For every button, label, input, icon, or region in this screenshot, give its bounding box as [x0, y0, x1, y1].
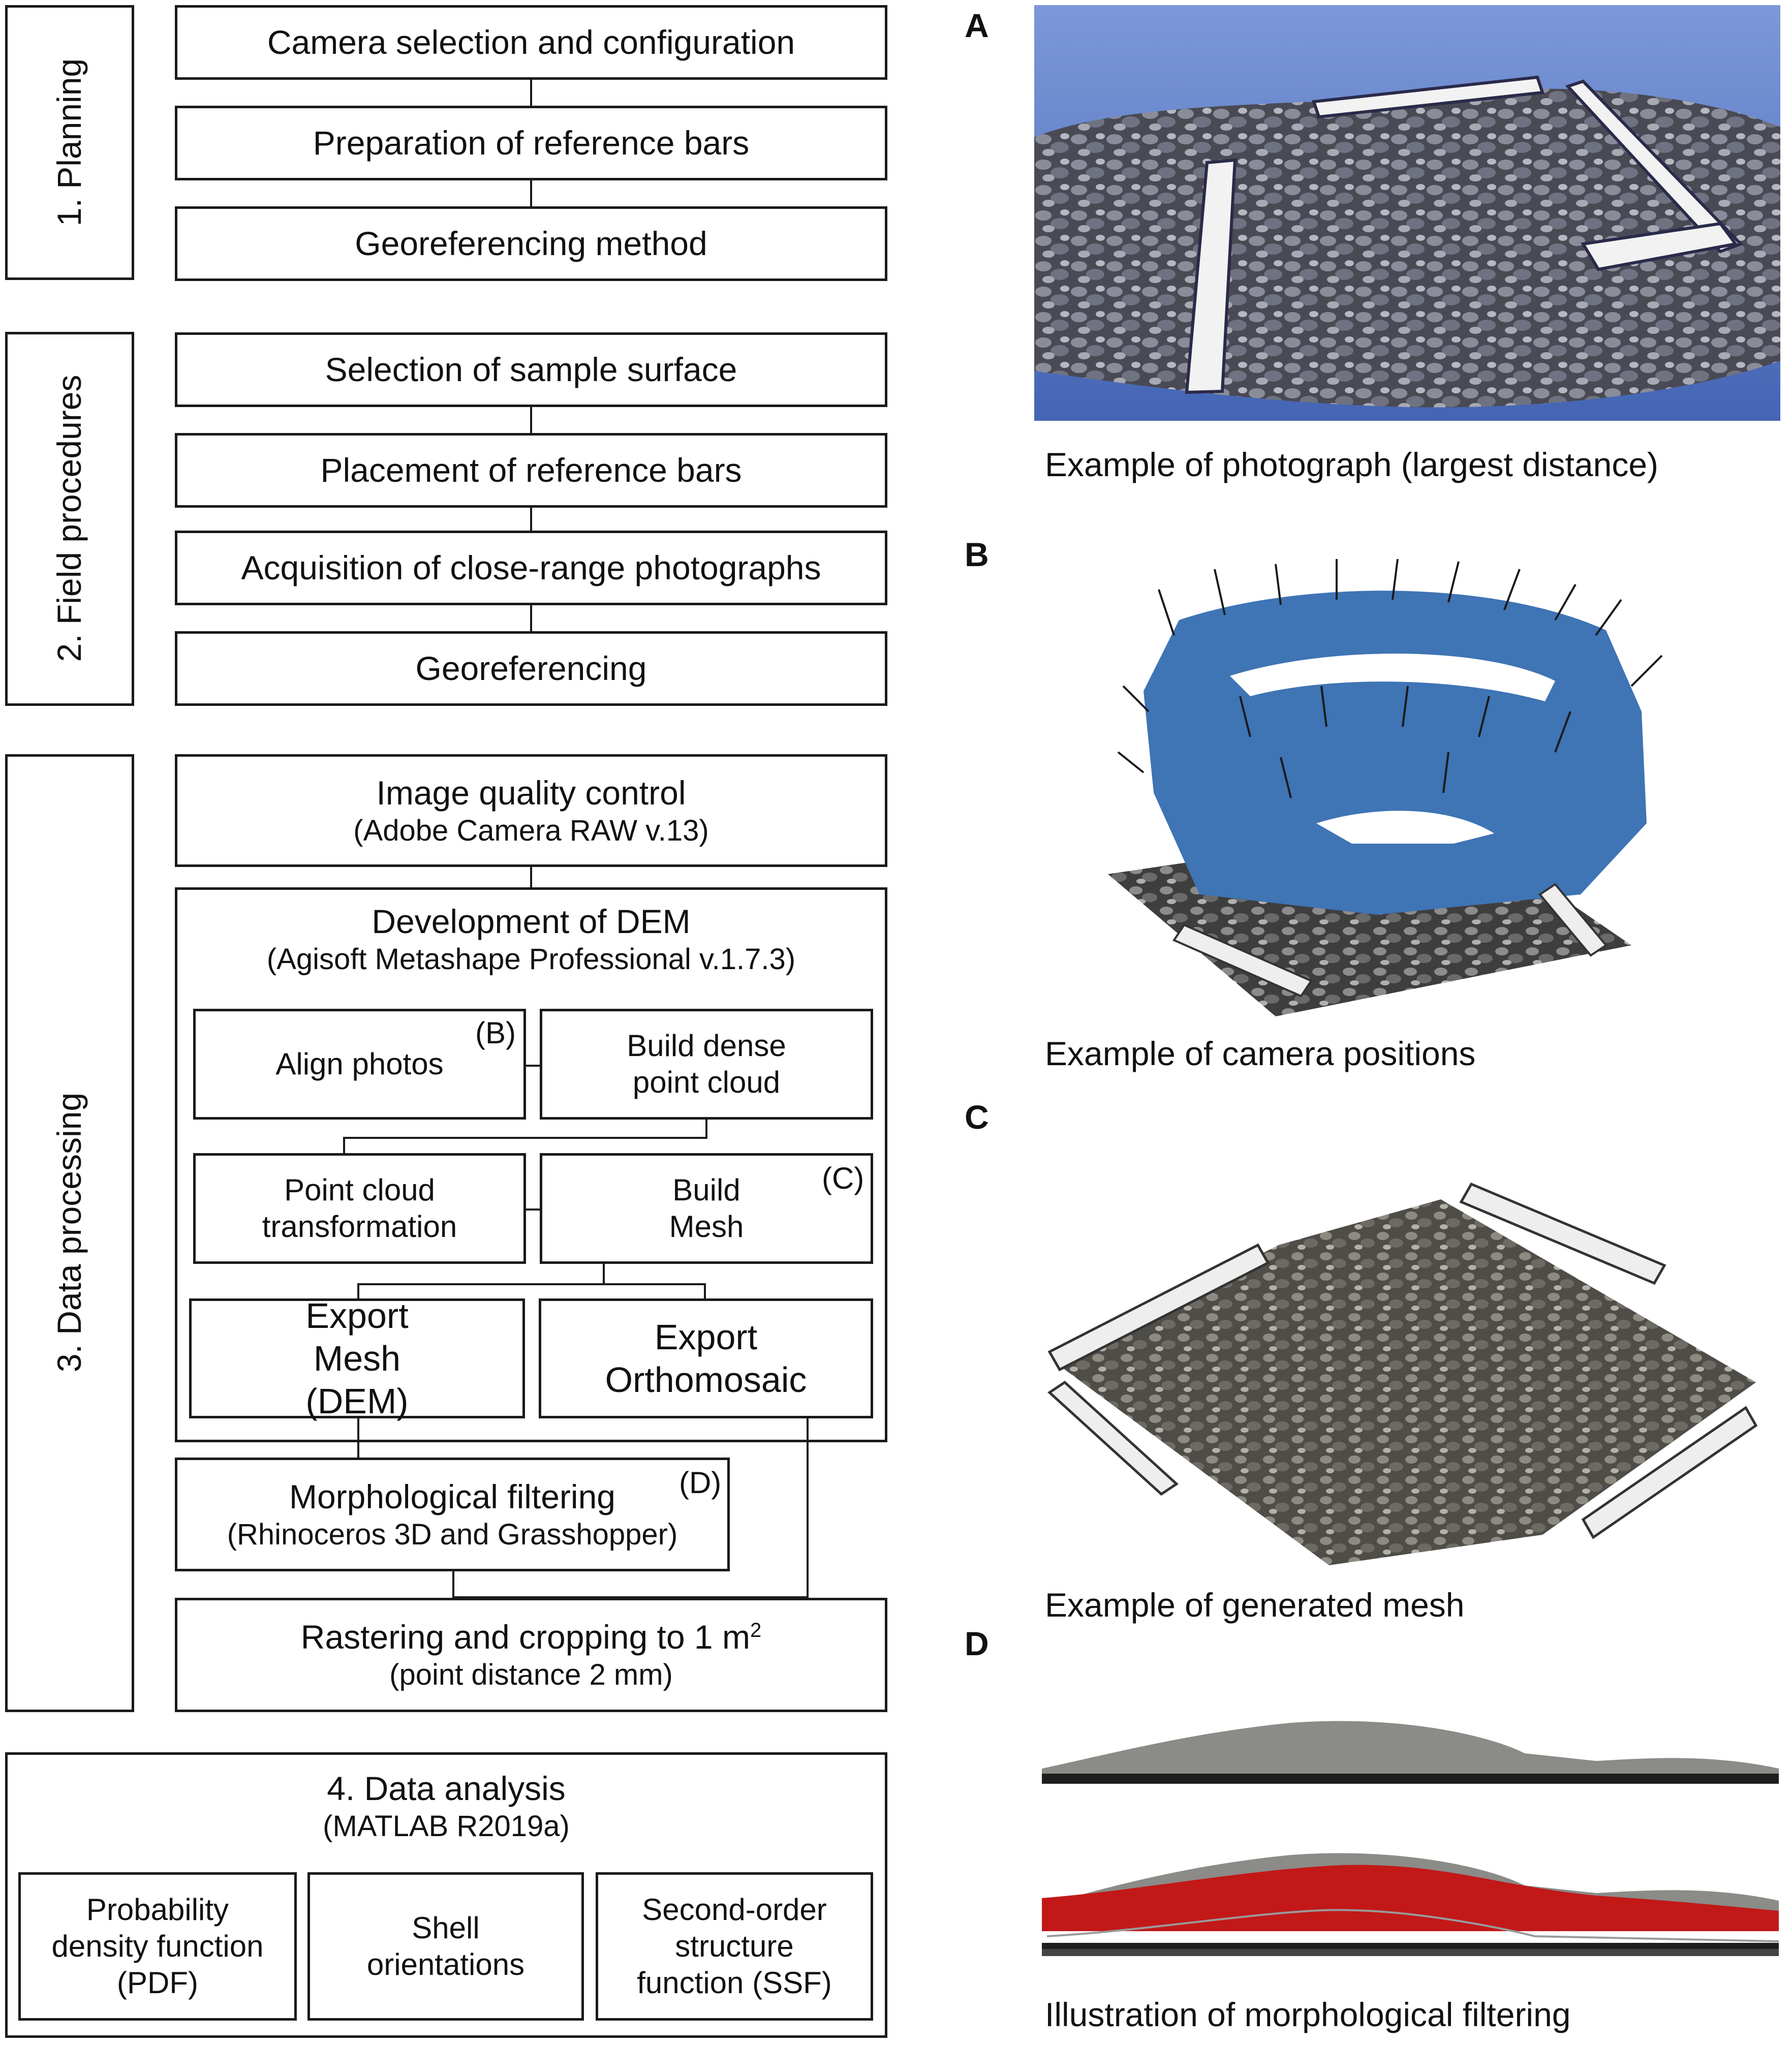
- align-tag: (B): [475, 1016, 516, 1050]
- sample-surface-text: Selection of sample surface: [325, 350, 737, 388]
- panel-a-letter: A: [965, 7, 989, 44]
- morph-filter-sub: (Rhinoceros 3D and Grasshopper): [227, 1517, 678, 1551]
- connector: [530, 80, 532, 106]
- pdf-box: Probability density function (PDF): [18, 1872, 297, 2021]
- export-ortho-box: Export Orthomosaic: [539, 1298, 873, 1418]
- ssf-text: Second-order structure function (SSF): [637, 1893, 832, 2000]
- connector: [705, 1120, 707, 1138]
- connector: [452, 1571, 454, 1598]
- dense-cloud-box: Build dense point cloud: [540, 1009, 873, 1120]
- shell-text: Shell orientations: [366, 1911, 525, 1981]
- georef-method-text: Georeferencing method: [355, 224, 707, 262]
- export-ortho-text: Export Orthomosaic: [605, 1317, 807, 1400]
- bars-placement-text: Placement of reference bars: [320, 451, 742, 489]
- cloud-transform-text: Point cloud transformation: [262, 1173, 457, 1244]
- connector: [357, 1283, 706, 1285]
- connector: [704, 1283, 706, 1299]
- panel-d-image: [1037, 1692, 1784, 1977]
- connector: [530, 605, 532, 632]
- image-quality-title: Image quality control: [376, 773, 686, 812]
- connector: [343, 1137, 707, 1139]
- stage-processing-label: 3. Data processing: [50, 1092, 88, 1373]
- cloud-transform-box: Point cloud transformation: [193, 1153, 526, 1264]
- georeferencing-text: Georeferencing: [415, 649, 647, 687]
- panel-b-letter: B: [965, 536, 989, 573]
- build-mesh-text: Build Mesh: [669, 1173, 744, 1244]
- panel-a-photo: [1034, 5, 1780, 421]
- dem-header: Development of DEM (Agisoft Metashape Pr…: [175, 902, 887, 977]
- stage-field-text: 2. Field procedures: [50, 375, 88, 662]
- connector: [452, 1596, 809, 1598]
- stage-field: [5, 332, 134, 706]
- analysis-header: 4. Data analysis (MATLAB R2019a): [5, 1769, 887, 1844]
- morphological-filtering-render: [1042, 1721, 1779, 1956]
- align-photos-box: Align photos: [193, 1009, 526, 1120]
- export-mesh-box: Export Mesh (DEM): [189, 1296, 525, 1421]
- panel-a-caption: Example of photograph (largest distance): [1045, 446, 1659, 483]
- mesh-tag: (C): [822, 1161, 864, 1195]
- stage-planning: [5, 5, 134, 280]
- connector: [530, 508, 532, 531]
- morph-filter-box: Morphological filtering (Rhinoceros 3D a…: [175, 1458, 730, 1571]
- dense-cloud-text: Build dense point cloud: [627, 1029, 786, 1099]
- connector: [807, 1418, 809, 1597]
- bars-placement-box: Placement of reference bars: [175, 433, 887, 508]
- panel-b-image: [1098, 559, 1672, 1032]
- rastering-title: Rastering and cropping to 1 m2: [301, 1617, 761, 1657]
- panel-d-letter: D: [965, 1625, 989, 1662]
- panel-c-caption: Example of generated mesh: [1045, 1586, 1465, 1624]
- rastering-title-text: Rastering and cropping to 1 m: [300, 1618, 750, 1656]
- dem-title: Development of DEM: [372, 903, 691, 940]
- reference-bars-prep-box: Preparation of reference bars: [175, 106, 887, 180]
- connector: [526, 1209, 540, 1211]
- panel-c-letter: C: [965, 1098, 989, 1136]
- generated-mesh-render: [1047, 1182, 1758, 1565]
- stage-processing: [5, 754, 134, 1712]
- sample-surface-box: Selection of sample surface: [175, 332, 887, 407]
- oyster-reef-photo: [1034, 5, 1780, 421]
- export-mesh-text: Export Mesh (DEM): [305, 1296, 409, 1421]
- camera-selection-box: Camera selection and configuration: [175, 5, 887, 80]
- dem-sub: (Agisoft Metashape Professional v.1.7.3): [266, 943, 796, 976]
- stage-planning-label: 1. Planning: [50, 58, 88, 227]
- photo-acquisition-box: Acquisition of close-range photographs: [175, 531, 887, 605]
- rastering-box: Rastering and cropping to 1 m2 (point di…: [175, 1598, 887, 1712]
- pdf-text: Probability density function (PDF): [51, 1893, 264, 2000]
- image-quality-sub: (Adobe Camera RAW v.13): [353, 814, 709, 847]
- camera-positions-render: [1108, 559, 1663, 1016]
- connector: [526, 1065, 540, 1067]
- morph-tag: (D): [679, 1466, 722, 1500]
- align-photos-text: Align photos: [275, 1047, 444, 1081]
- camera-selection-text: Camera selection and configuration: [267, 23, 795, 61]
- reference-bars-prep-text: Preparation of reference bars: [313, 123, 750, 162]
- connector: [530, 867, 532, 888]
- connector: [357, 1283, 359, 1299]
- image-quality-box: Image quality control (Adobe Camera RAW …: [175, 754, 887, 867]
- rastering-sub: (point distance 2 mm): [389, 1658, 673, 1692]
- panel-b-caption: Example of camera positions: [1045, 1035, 1476, 1072]
- panel-c-image: [1034, 1169, 1786, 1575]
- connector: [530, 180, 532, 207]
- analysis-title: 4. Data analysis: [327, 1770, 566, 1807]
- build-mesh-box: Build Mesh: [540, 1153, 873, 1264]
- panel-d-caption: Illustration of morphological filtering: [1045, 1996, 1571, 2033]
- connector: [530, 407, 532, 433]
- photo-acquisition-text: Acquisition of close-range photographs: [241, 548, 821, 586]
- georeferencing-box: Georeferencing: [175, 631, 887, 706]
- connector: [357, 1418, 359, 1458]
- connector: [603, 1264, 605, 1284]
- shell-box: Shell orientations: [307, 1872, 584, 2021]
- analysis-sub: (MATLAB R2019a): [323, 1810, 570, 1843]
- georef-method-box: Georeferencing method: [175, 206, 887, 281]
- ssf-box: Second-order structure function (SSF): [596, 1872, 873, 2021]
- rastering-superscript: 2: [750, 1619, 762, 1642]
- stage-field-label: 2. Field procedures: [50, 361, 89, 676]
- connector: [343, 1137, 345, 1154]
- morph-filter-title: Morphological filtering: [289, 1477, 615, 1515]
